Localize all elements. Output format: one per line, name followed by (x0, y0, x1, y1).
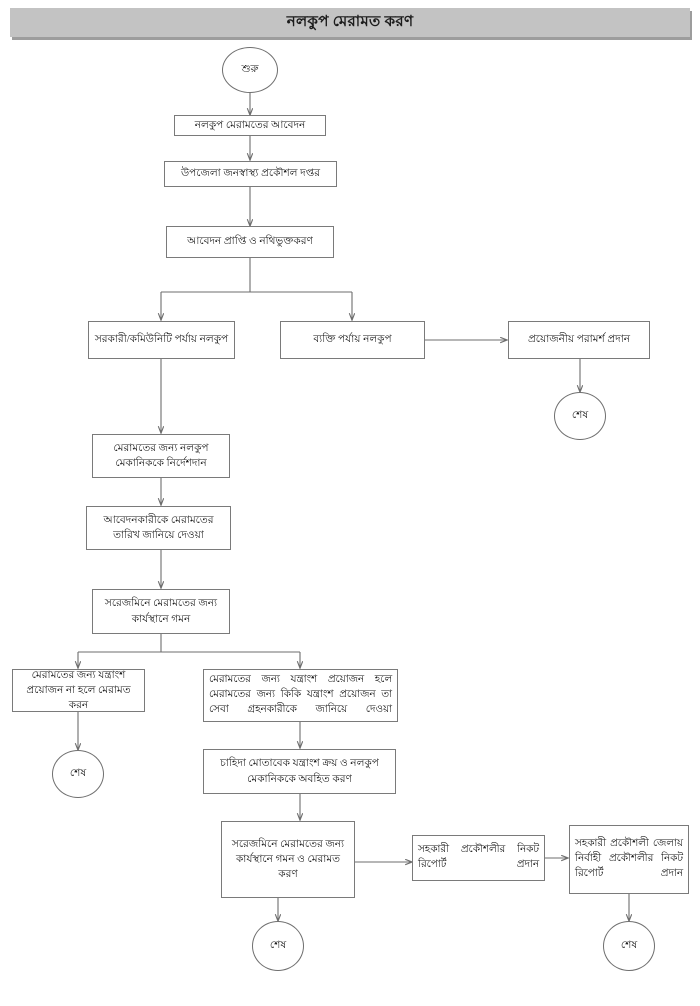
node-report-ae[interactable]: সহকারী প্রকৌশলীর নিকট রিপোর্ট প্রদান (412, 835, 545, 881)
node-application[interactable]: নলকুপ মেরামতের আবেদন (174, 115, 326, 136)
node-end-report[interactable]: শেষ (603, 921, 655, 971)
node-inform-date[interactable]: আবেদনকারীকে মেরামতের তারিখ জানিয়ে দেওয়… (86, 506, 231, 550)
node-no-parts-repair[interactable]: মেরামতের জন্য যন্ত্রাংশ প্রয়োজন না হলে … (12, 669, 145, 712)
page-header: নলকুপ মেরামত করণ (10, 8, 690, 37)
page-title: নলকুপ মেরামত করণ (286, 14, 414, 30)
node-start[interactable]: শুরু (222, 47, 278, 93)
node-start-label: শুরু (241, 64, 259, 76)
node-office[interactable]: উপজেলা জনস্বাস্থ্য প্রকৌশল দপ্তর (164, 161, 337, 187)
node-report-ee[interactable]: সহকারী প্রকৌশলী জেলায় নির্বাহী প্রকৌশলী… (569, 825, 689, 894)
node-inform-date-label: আবেদনকারীকে মেরামতের তারিখ জানিয়ে দেওয়… (103, 514, 214, 541)
node-end-advice[interactable]: শেষ (554, 392, 606, 440)
node-parts-needed-label: মেরামতের জন্য যন্ত্রাংশ প্রয়োজন হলে মের… (209, 674, 392, 715)
node-govt-community-label: সরকারী/কমিউনিটি পর্যায় নলকুপ (94, 334, 229, 346)
node-parts-needed[interactable]: মেরামতের জন্য যন্ত্রাংশ প্রয়োজন হলে মের… (203, 669, 398, 722)
node-personal[interactable]: ব্যক্তি পর্যায় নলকুপ (280, 321, 425, 359)
node-no-parts-repair-label: মেরামতের জন্য যন্ত্রাংশ প্রয়োজন না হলে … (26, 669, 131, 712)
node-visit-site[interactable]: সরেজমিনে মেরামতের জন্য কার্যস্থানে গমন (92, 589, 230, 634)
node-end-repair-label: শেষ (269, 940, 287, 952)
node-application-label: নলকুপ মেরামতের আবেদন (194, 119, 306, 131)
node-receipt-label: আবেদন প্রাপ্তি ও নথিভুক্তকরণ (187, 236, 313, 248)
node-govt-community[interactable]: সরকারী/কমিউনিটি পর্যায় নলকুপ (88, 321, 235, 359)
node-visit-and-repair[interactable]: সরেজমিনে মেরামতের জন্য কার্যস্থানে গমন ও… (221, 821, 355, 898)
node-advice-label: প্রয়োজনীয় পরামর্শ প্রদান (527, 334, 631, 346)
node-buy-parts[interactable]: চাহিদা মোতাবেক যন্ত্রাংশ ক্রয় ও নলকুপ ম… (203, 749, 396, 794)
node-report-ae-label: সহকারী প্রকৌশলীর নিকট রিপোর্ট প্রদান (418, 844, 539, 870)
node-report-ee-label: সহকারী প্রকৌশলী জেলায় নির্বাহী প্রকৌশলী… (575, 838, 683, 879)
node-office-label: উপজেলা জনস্বাস্থ্য প্রকৌশল দপ্তর (180, 168, 321, 180)
node-end-advice-label: শেষ (571, 410, 589, 422)
node-instruct-mechanic-label: মেরামতের জন্য নলকুপ মেকানিককে নির্দেশদান (113, 442, 209, 469)
node-end-report-label: শেষ (620, 940, 638, 952)
node-visit-site-label: সরেজমিনে মেরামতের জন্য কার্যস্থানে গমন (104, 598, 218, 625)
node-buy-parts-label: চাহিদা মোতাবেক যন্ত্রাংশ ক্রয় ও নলকুপ ম… (220, 758, 379, 785)
node-receipt[interactable]: আবেদন প্রাপ্তি ও নথিভুক্তকরণ (166, 226, 334, 258)
node-end-no-parts-label: শেষ (69, 768, 87, 780)
node-instruct-mechanic[interactable]: মেরামতের জন্য নলকুপ মেকানিককে নির্দেশদান (92, 434, 230, 478)
node-visit-and-repair-label: সরেজমিনে মেরামতের জন্য কার্যস্থানে গমন ও… (231, 838, 345, 881)
node-end-repair[interactable]: শেষ (252, 921, 304, 971)
node-personal-label: ব্যক্তি পর্যায় নলকুপ (313, 334, 392, 346)
node-advice[interactable]: প্রয়োজনীয় পরামর্শ প্রদান (508, 321, 650, 359)
node-end-no-parts[interactable]: শেষ (52, 750, 104, 798)
